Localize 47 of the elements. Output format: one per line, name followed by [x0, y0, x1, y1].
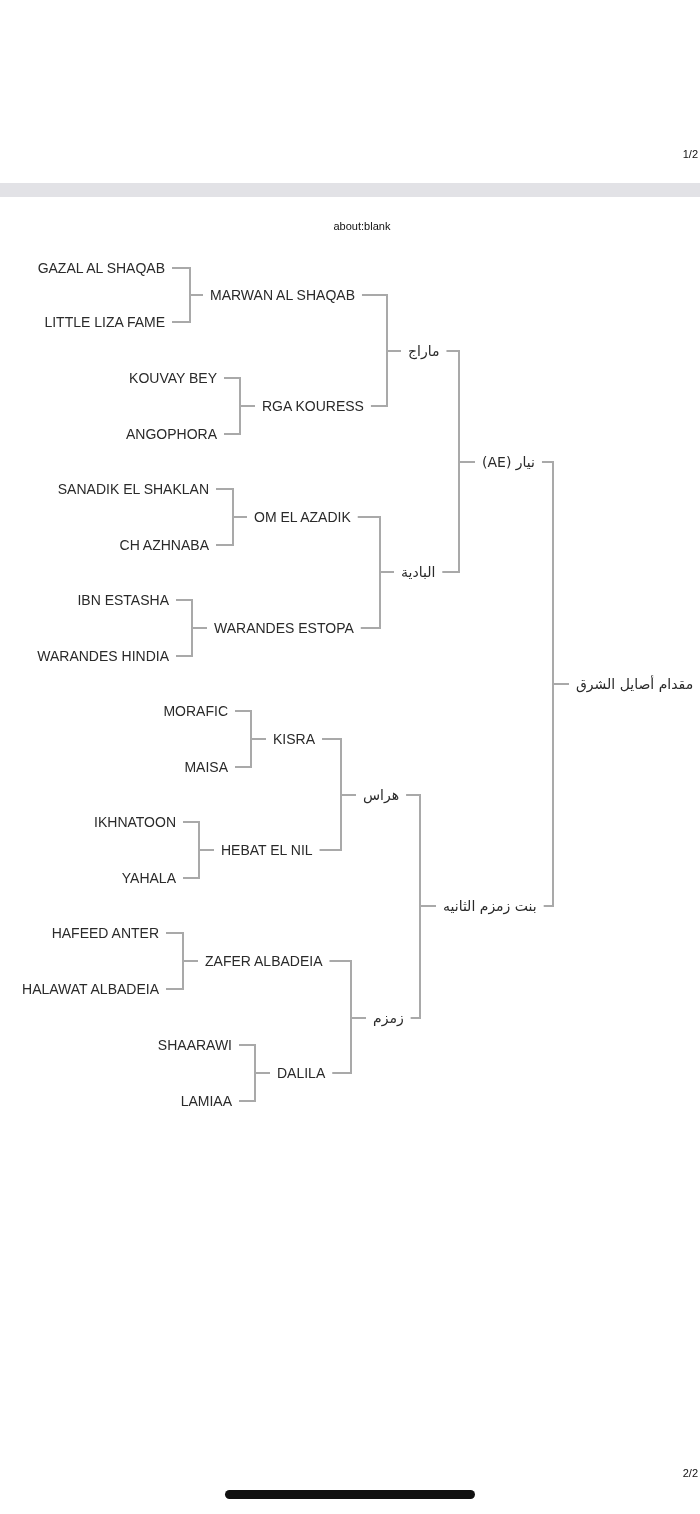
- page-number: 2/2: [682, 1467, 698, 1479]
- pedigree-name: زمزم: [366, 1008, 411, 1028]
- pedigree-connector: [441, 461, 476, 573]
- pedigree-connector: [318, 794, 357, 851]
- pedigree-name: IBN ESTASHA: [70, 590, 176, 610]
- pedigree-name: LAMIAA: [173, 1091, 239, 1111]
- pedigree-name: HEBAT EL NIL: [214, 840, 320, 860]
- pedigree-connector: [182, 849, 215, 879]
- pedigree-name: LITTLE LIZA FAME: [37, 312, 172, 332]
- pedigree-name: هراس: [356, 785, 407, 805]
- pedigree-connector: [369, 350, 402, 407]
- pedigree-name: بنت زمزم الثانيه: [436, 896, 544, 916]
- pedigree-name: GAZAL AL SHAQAB: [30, 258, 172, 278]
- pedigree-name: نيار (AE): [475, 452, 542, 472]
- pedigree-name: ماراج: [401, 341, 447, 361]
- pedigree-name: CH AZHNABA: [112, 535, 216, 555]
- pedigree-name: RGA KOURESS: [255, 396, 371, 416]
- pedigree-name: MORAFIC: [156, 701, 235, 721]
- pedigree-name: WARANDES ESTOPA: [207, 618, 361, 638]
- pedigree-name: مقدام أصايل الشرق: [569, 674, 700, 694]
- pedigree-name: IKHNATOON: [87, 812, 183, 832]
- pedigree-name: MARWAN AL SHAQAB: [203, 285, 362, 305]
- pedigree-name: KISRA: [266, 729, 322, 749]
- pedigree-connector: [171, 294, 204, 323]
- pedigree-connector: [234, 738, 267, 768]
- page-number: 1/2: [682, 148, 698, 160]
- pedigree-name: البادية: [394, 562, 443, 582]
- pedigree-connector: [238, 1072, 271, 1102]
- pedigree-name: ZAFER ALBADEIA: [198, 951, 330, 971]
- pedigree-name: KOUVAY BEY: [122, 368, 224, 388]
- pedigree-name: HALAWAT ALBADEIA: [15, 979, 166, 999]
- pedigree-name: HAFEED ANTER: [44, 923, 166, 943]
- page-url: about:blank: [333, 220, 391, 232]
- pedigree-connector: [542, 683, 570, 907]
- pedigree-name: OM EL AZADIK: [247, 507, 358, 527]
- pedigree-name: ANGOPHORA: [119, 424, 224, 444]
- pedigree-name: YAHALA: [114, 868, 183, 888]
- pedigree-connector: [331, 1017, 367, 1074]
- pedigree-connector: [409, 905, 437, 1019]
- pedigree-name: DALILA: [270, 1063, 333, 1083]
- pedigree-connector: [165, 960, 199, 990]
- pedigree-name: MAISA: [177, 757, 235, 777]
- pedigree-name: WARANDES HINDIA: [30, 646, 176, 666]
- pedigree-name: SANADIK EL SHAKLAN: [50, 479, 216, 499]
- pedigree-connector: [175, 627, 208, 657]
- pedigree-name: SHAARAWI: [150, 1035, 239, 1055]
- pedigree-connector: [223, 405, 256, 435]
